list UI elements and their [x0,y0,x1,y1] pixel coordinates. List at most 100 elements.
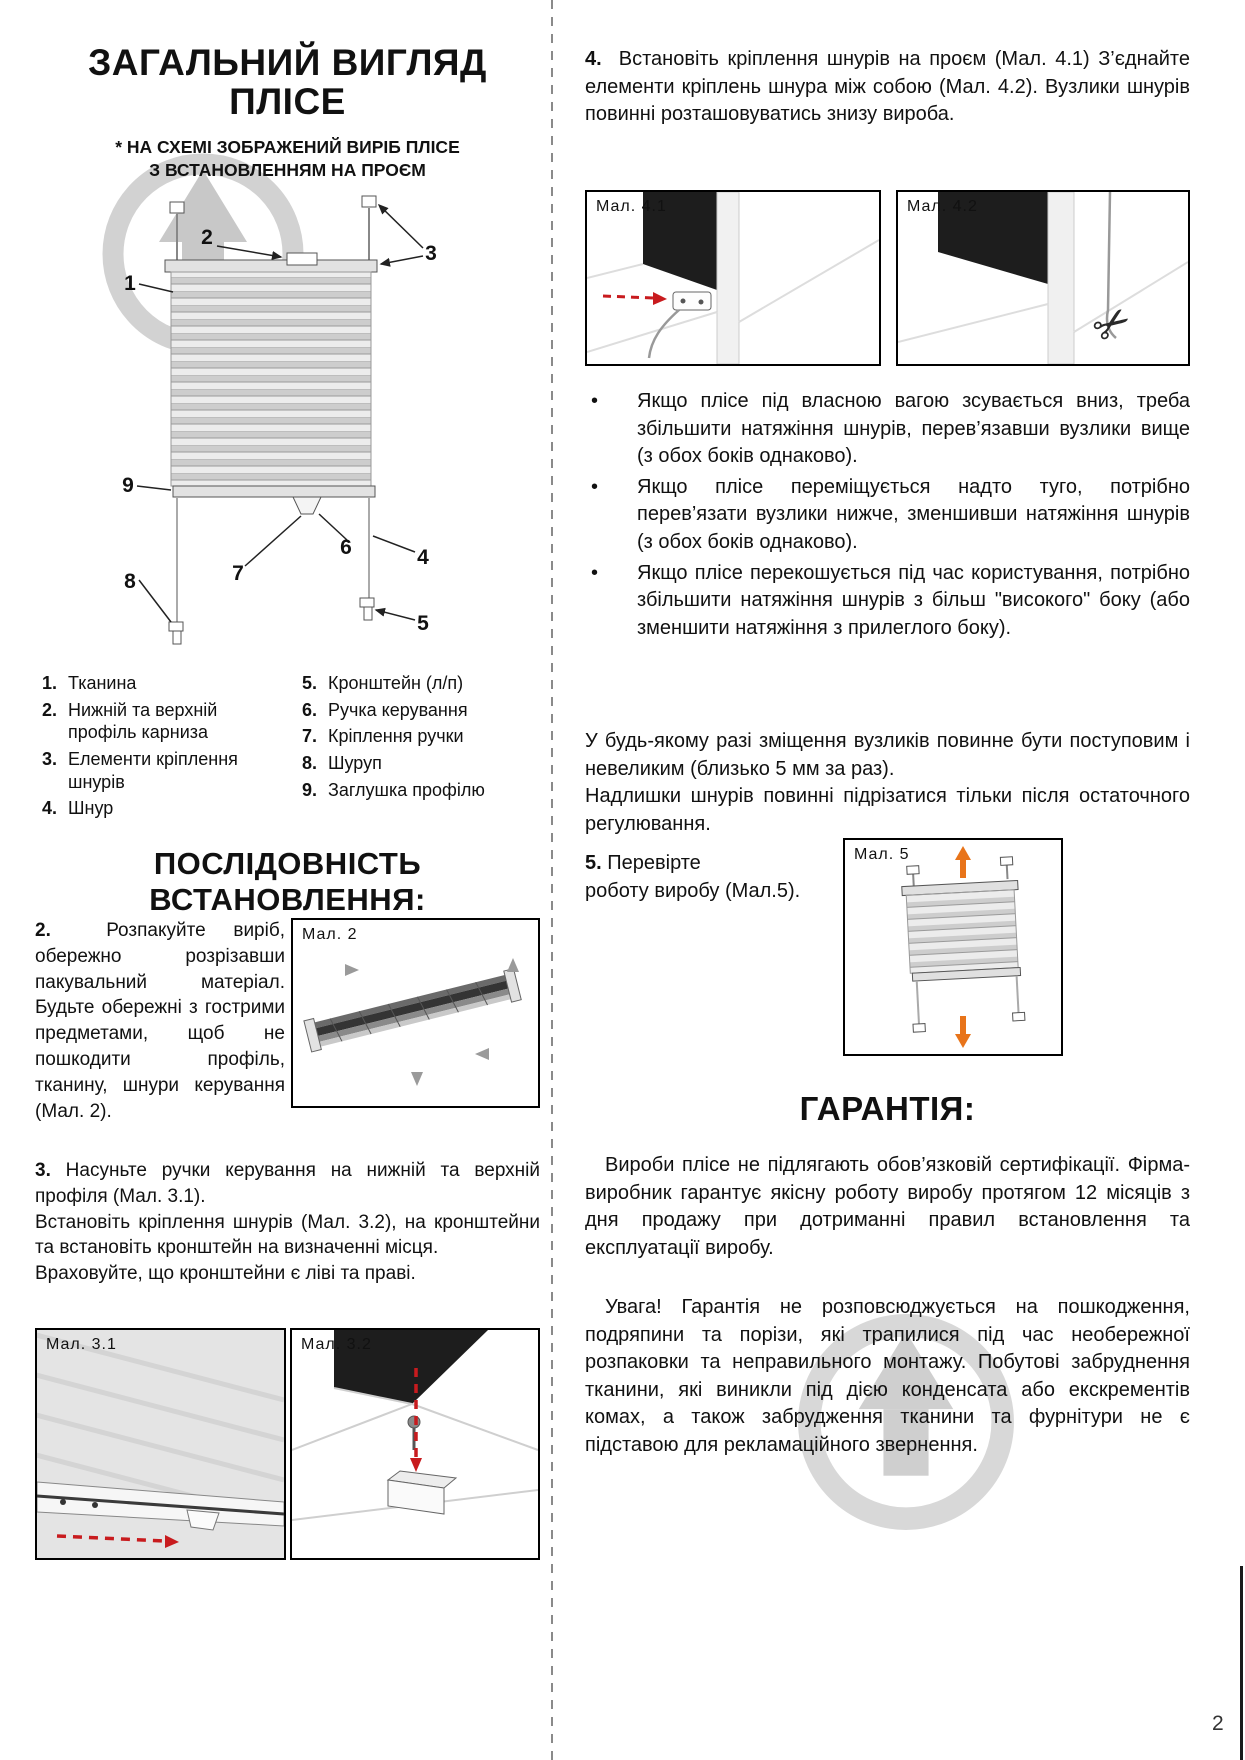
legend-item: 6.Ручка керування [302,699,468,720]
cord-bracket [672,291,712,311]
legend-column-1: 1.Тканина 2.Нижній та верхній профіль ка… [42,672,290,824]
step-5-text-1: Перевірте [607,852,701,874]
control-handle [292,496,322,515]
step-5-paragraph: 5. Перевірте роботу виробу (Мал.5). [585,850,835,905]
legend-item: 9.Заглушка профілю [302,779,485,800]
bottom-bracket-right [359,597,375,621]
right-edge-rule [1240,1566,1243,1760]
page-number: 2 [1212,1712,1224,1735]
diagram-legend: 1.Тканина 2.Нижній та верхній профіль ка… [42,672,542,824]
figure-3-2-label: Мал. 3.2 [301,1336,372,1353]
callout-6: 6 [340,536,352,559]
figure-4-1-image [587,192,879,364]
list-item: •Якщо плісе перекошується під час корист… [591,561,1190,639]
adjustment-bullet-list: •Якщо плісе під власною вагою зсувається… [585,388,1190,645]
brand-watermark-logo-icon [798,1314,1014,1530]
legend-item: 2.Нижній та верхній профіль карниза [42,699,218,743]
unpack-arrows [345,958,519,1086]
callout-9: 9 [122,474,134,497]
top-rail [164,259,378,273]
bracket [386,1470,458,1515]
adjustment-note-1: У будь-якому разі зміщення вузликів пови… [585,730,1190,780]
bottom-rail [172,485,376,498]
figure-2-image [303,958,522,1086]
callout-1: 1 [124,272,136,295]
collapsed-blind [303,968,522,1053]
step-5-number: 5. [585,852,602,874]
page-title: ЗАГАЛЬНИЙ ВИГЛЯД ПЛІСЕ [35,42,540,122]
step-2-number: 2. [35,920,51,941]
step-3-number: 3. [35,1160,51,1181]
diagram-note-line2: З ВСТАНОВЛЕННЯМ НА ПРОЄМ [149,160,426,181]
bullet-icon: • [591,561,599,584]
pleated-fabric [170,271,372,487]
callout-4: 4 [417,546,429,569]
figure-3-1-image [37,1330,284,1558]
figure-4-2-label: Мал. 4.2 [907,198,978,215]
window-glazing [938,192,1048,284]
figure-2: Мал. 2 [291,918,540,1108]
orange-up-arrow [955,846,971,878]
figure-4-1-label: Мал. 4.1 [596,198,667,215]
bullet-icon: • [591,390,599,412]
bottom-bracket-left [168,621,184,645]
step-3-text-1: Насуньте ручки керування на нижній та ве… [35,1160,541,1207]
window-glazing [334,1330,488,1404]
figure-3-2-image [292,1330,538,1558]
red-install-arrow [410,1368,422,1472]
frame-member [716,192,740,364]
list-item: •Якщо плісе переміщується надто туго, по… [591,475,1190,553]
frame-lines [898,261,1188,343]
column-divider [551,0,553,1760]
red-slide-arrow [56,1534,179,1548]
figure-3-1: Мал. 3.1 [35,1328,286,1560]
legend-item: 1.Тканина [42,673,137,693]
figure-2-label: Мал. 2 [302,926,358,943]
legend-item: 8.Шуруп [302,753,382,774]
callout-2: 2 [201,226,213,249]
orange-down-arrow [955,1016,971,1048]
callout-8: 8 [124,570,136,593]
bullet-icon: • [591,475,599,498]
cord [1105,192,1117,339]
step-3-text-2: Встановіть кріплення шнурів (Мал. 3.2), … [35,1211,540,1259]
callout-leader-lines [136,203,424,623]
callout-7: 7 [232,562,244,585]
diagram-note: * НА СХЕМІ ЗОБРАЖЕНИЙ ВИРІБ ПЛІСЕ З ВСТА… [35,136,540,182]
window-glazing [643,192,717,290]
figure-4-2: Мал. 4.2 ✂ [896,190,1190,366]
top-cord-clip [286,252,318,266]
legend-item: 5.Кронштейн (л/п) [302,673,464,693]
legend-column-2: 5.Кронштейн (л/п) 6.Ручка керування 7.Кр… [302,672,542,824]
figure-5-image [901,846,1026,1048]
figure-5-label: Мал. 5 [854,846,910,863]
legend-item: 3.Елементи кріплення шнурів [42,749,238,792]
step-2-text: Розпакуйте виріб, обережно розрізавши па… [35,920,286,1122]
frame-member [1047,192,1075,364]
step-4-number: 4. [585,48,602,70]
figure-3-1-label: Мал. 3.1 [46,1336,117,1353]
page-title-line1: ЗАГАЛЬНИЙ ВИГЛЯД [88,42,487,83]
top-mounting-brackets [169,195,377,260]
diagram-note-line1: * НА СХЕМІ ЗОБРАЖЕНИЙ ВИРІБ ПЛІСЕ [115,137,460,157]
legend-item: 7.Кріплення ручки [302,726,464,747]
step-4-paragraph: 4. Встановіть кріплення шнурів на проєм … [585,46,1190,129]
adjustment-note-2: Надлишки шнурів повинні підрізатися тіль… [585,785,1190,835]
step-4-text: Встановіть кріплення шнурів на проєм (Ма… [585,48,1190,126]
callout-3: 3 [425,242,437,265]
warranty-paragraph-1: Вироби плісе не підлягають обов’язковій … [585,1154,1190,1259]
frame-lines [587,239,879,353]
step-3-text-3: Враховуйте, що кронштейни є ліві та прав… [35,1263,416,1285]
warranty-paragraph-2: Увага! Гарантія не розповсюджується на п… [585,1296,1190,1456]
step-5-text-2: роботу виробу (Мал.5). [585,879,801,902]
step-3-paragraph: 3. Насуньте ручки керування на нижній та… [35,1158,540,1287]
cord [647,309,680,359]
figure-3-2: Мал. 3.2 [290,1328,540,1560]
list-item: •Якщо плісе під власною вагою зсувається… [591,390,1190,468]
step-2-paragraph: 2. Розпакуйте виріб, обережно розрізавши… [35,918,285,1125]
adjustment-note: У будь-якому разі зміщення вузликів пови… [585,728,1190,838]
figure-4-1: Мал. 4.1 [585,190,881,366]
figure-5: Мал. 5 [843,838,1063,1056]
small-blind [901,856,1026,1033]
blind-overview-diagram: 1 2 3 4 5 6 7 8 9 [122,195,437,645]
